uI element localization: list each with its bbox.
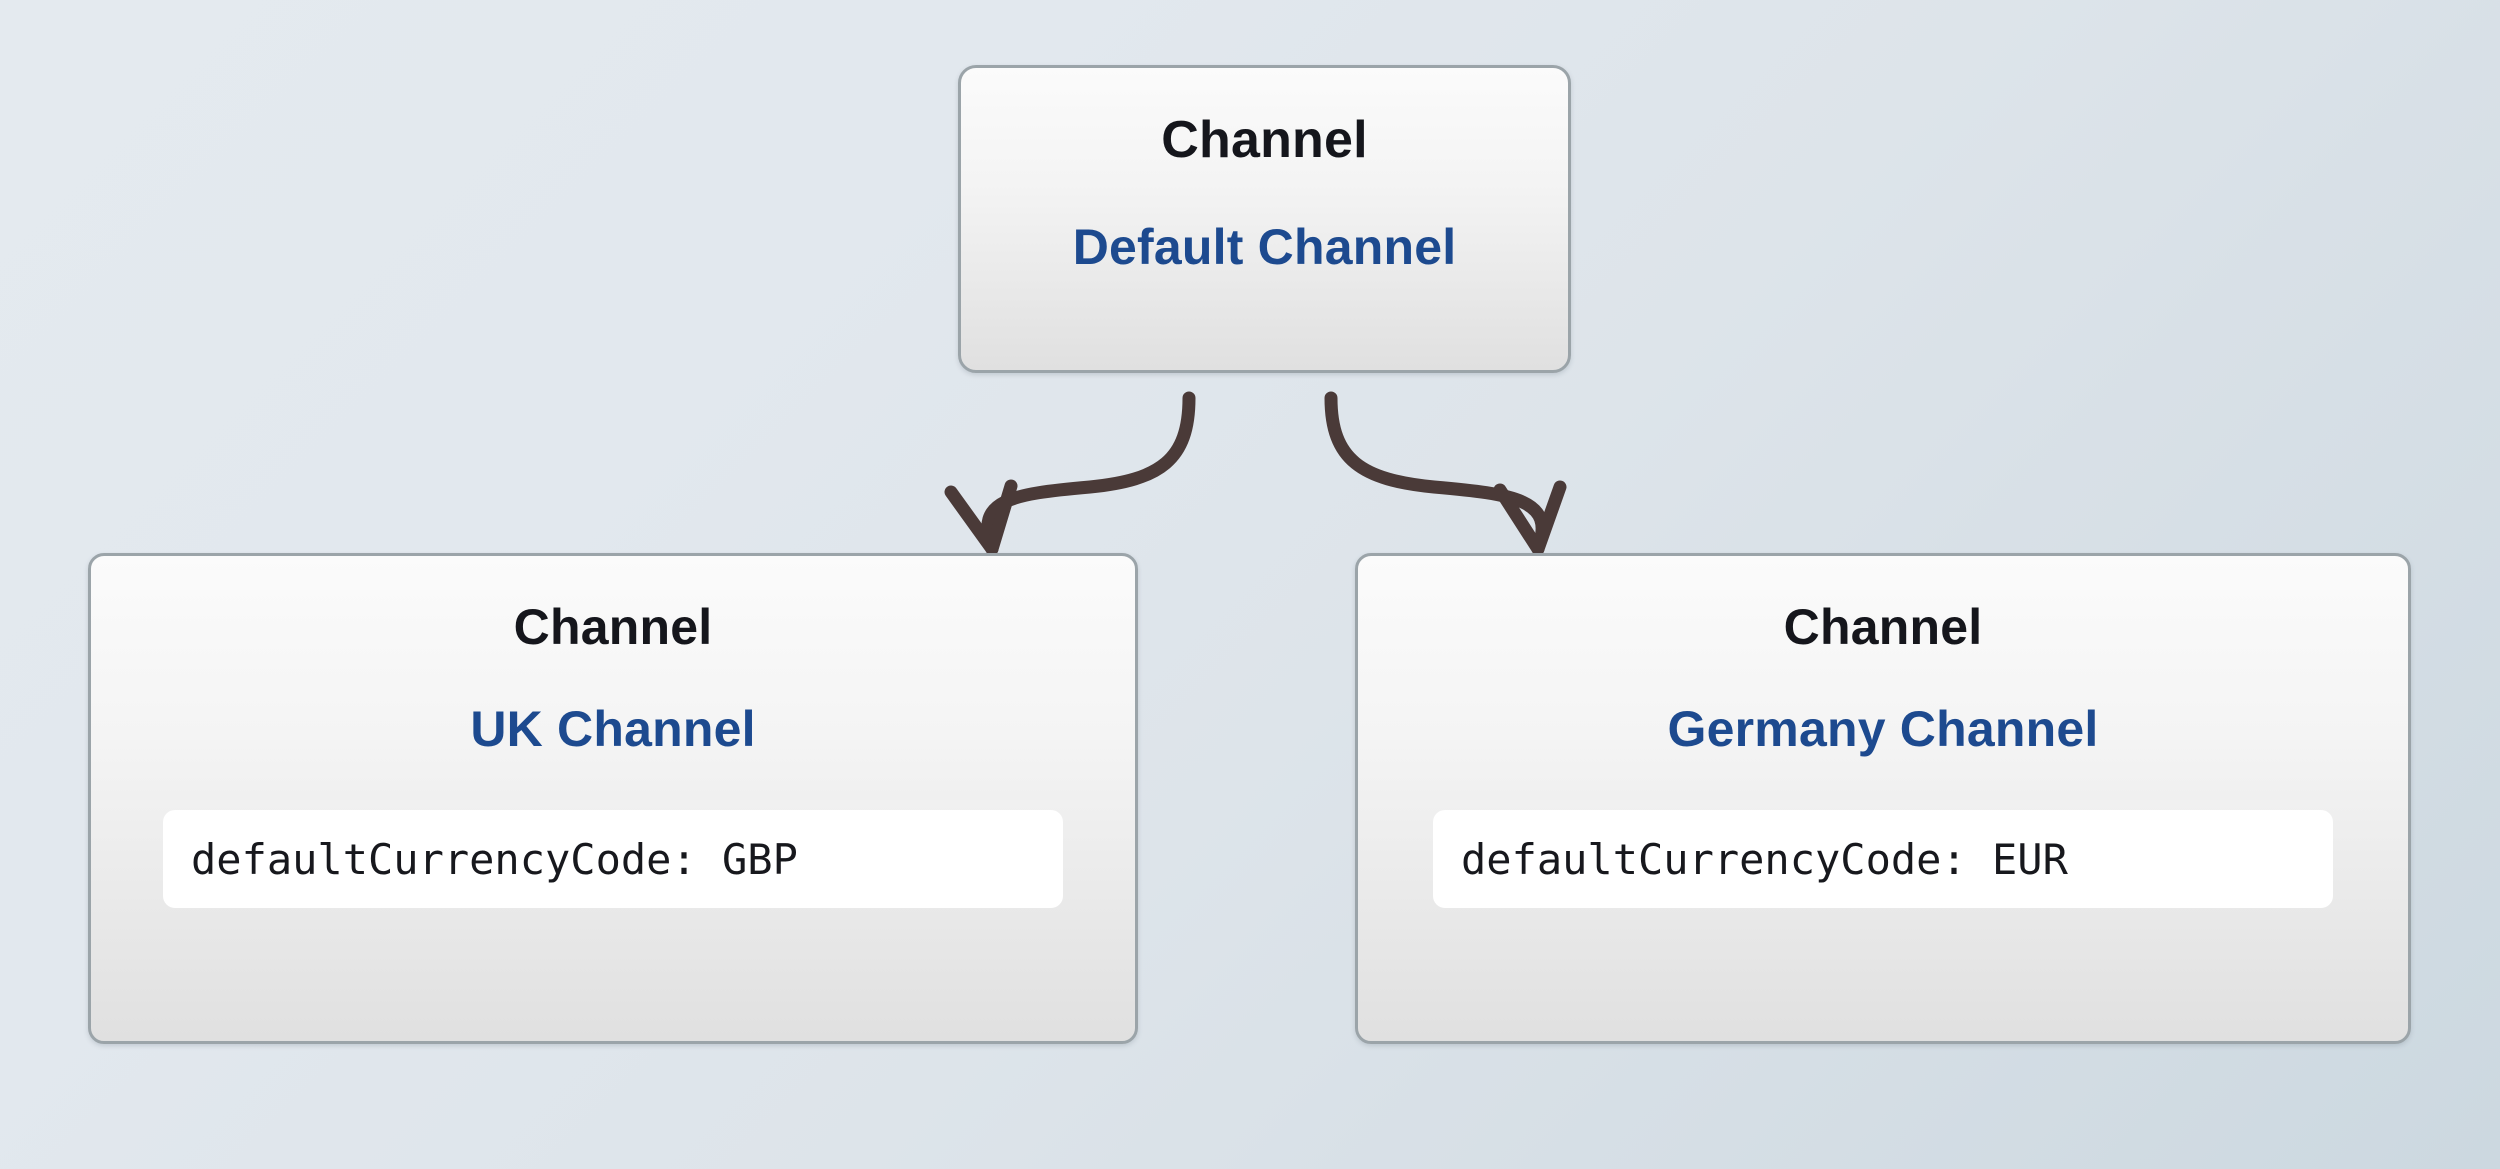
edge-root-to-uk [981, 391, 1196, 555]
edge-root-to-germany-arrowhead-left [1493, 483, 1545, 556]
edge-root-to-uk-arrowhead-left [944, 485, 999, 556]
node-uk-channel[interactable]: Channel UK Channel defaultCurrencyCode: … [88, 553, 1138, 1044]
node-name-label: Germany Channel [1667, 701, 2099, 757]
node-property-default-currency-code: defaultCurrencyCode: GBP [163, 810, 1063, 908]
edge-root-to-uk-arrowhead-right [985, 479, 1018, 556]
node-default-channel[interactable]: Channel Default Channel [958, 65, 1571, 373]
node-type-label: Channel [513, 599, 713, 655]
node-property-default-currency-code: defaultCurrencyCode: EUR [1433, 810, 2333, 908]
edge-root-to-germany-arrowhead-right [1531, 480, 1567, 556]
node-type-label: Channel [1783, 599, 1983, 655]
node-germany-channel[interactable]: Channel Germany Channel defaultCurrencyC… [1355, 553, 2411, 1044]
node-name-label: Default Channel [1072, 219, 1457, 275]
node-name-label: UK Channel [470, 701, 756, 757]
edge-root-to-germany [1324, 391, 1549, 555]
node-type-label: Channel [1161, 111, 1368, 169]
